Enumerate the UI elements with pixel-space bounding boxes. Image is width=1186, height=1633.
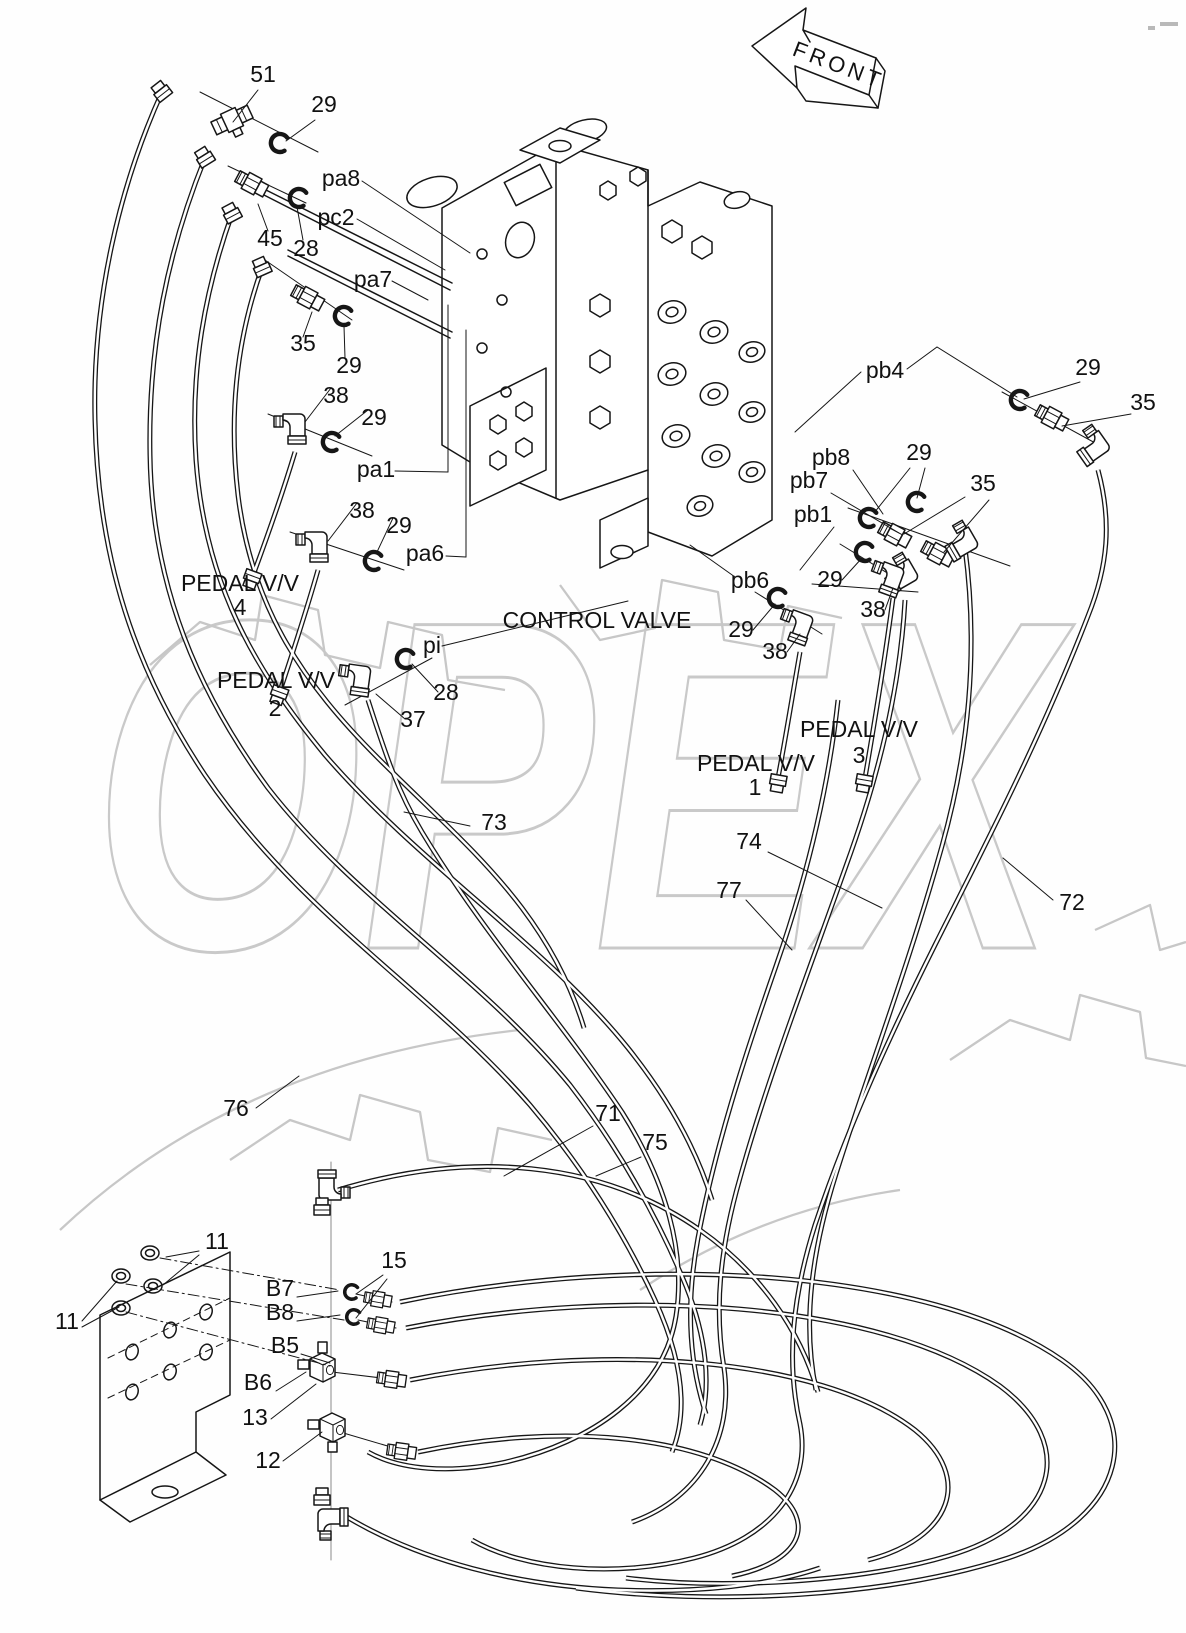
straight-fitting-45 [232,167,271,200]
labels: 51 29 pa8 pc2 45 28 pa7 35 29 38 29 pa1 … [55,61,1156,1473]
pedal-vv-number: 1 [749,774,762,800]
elbow-fitting [317,1507,349,1541]
watermark-text: OPEX [92,523,1075,1048]
callout-13: 13 [242,1404,268,1430]
callout-12: 12 [255,1447,281,1473]
straight-fitting-35 [288,281,327,314]
callout-76: 76 [223,1095,249,1121]
hose-end-nut [249,254,273,279]
straight-fitting-15 [362,1288,394,1310]
snap-clip-28 [288,187,307,208]
snap-clip-29 [333,305,352,326]
elbow-fitting [1068,422,1113,468]
hose-end-nut [192,144,217,169]
callout-29: 29 [311,91,337,117]
hose-end-nut [219,200,244,225]
callout-29: 29 [336,352,362,378]
pedal-vv-label: PEDAL V/V [217,667,336,693]
pedal-valve-2-label: PEDAL V/V 2 [217,667,336,721]
mounting-bracket [99,1251,345,1523]
pedal-valve-1-label: PEDAL V/V 1 [697,750,816,800]
pedal-vv-number: 4 [234,594,247,620]
port-label-pb8: pb8 [812,444,850,470]
port-label-B5: B5 [271,1332,299,1358]
hose-end-nut [313,1197,331,1216]
port-label-pa7: pa7 [354,266,392,292]
callout-74: 74 [736,828,762,854]
pedal-vv-number: 2 [269,695,282,721]
callout-35: 35 [290,330,316,356]
port-label-pb1: pb1 [794,501,832,527]
pedal-vv-label: PEDAL V/V [181,570,300,596]
callout-73: 73 [481,809,507,835]
tee-fitting-51 [208,101,259,145]
grommet-11 [111,1268,131,1284]
pedal-valve-3-label: PEDAL V/V 3 [800,716,919,768]
port-label-pb4: pb4 [866,357,905,383]
hose-end-nut [148,78,174,104]
port-label-pa1: pa1 [357,456,395,482]
callout-38: 38 [860,596,886,622]
straight-fitting-35 [1032,401,1071,434]
callout-72: 72 [1059,889,1085,915]
port-label-B7: B7 [266,1275,294,1301]
watermark: OPEX [59,522,1186,1291]
elbow-block-12 [307,1412,346,1453]
port-label-pb6: pb6 [731,567,769,593]
callout-77: 77 [716,877,742,903]
callout-29: 29 [817,566,843,592]
callout-15: 15 [381,1247,407,1273]
callout-29: 29 [1075,354,1101,380]
snap-clip-29 [906,491,925,512]
port-label-pb7: pb7 [790,467,828,493]
callout-11: 11 [55,1308,79,1334]
port-label-pi: pi [423,632,441,658]
grommet-11 [140,1245,160,1261]
callout-29: 29 [386,512,412,538]
elbow-fitting [317,1169,351,1201]
corner-artifact [1148,22,1178,30]
orifice-B7 [342,1282,360,1302]
callout-35: 35 [1130,389,1156,415]
callout-29: 29 [906,439,932,465]
straight-fitting [385,1440,418,1463]
port-label-pa6: pa6 [406,540,444,566]
straight-fitting-15 [365,1314,397,1336]
callout-29: 29 [361,404,387,430]
callout-29: 29 [728,616,754,642]
leader-lines [81,89,1132,1462]
front-arrow: FRONT [751,7,888,109]
port-label-B6: B6 [244,1369,272,1395]
straight-fitting [375,1368,408,1391]
callout-45: 45 [257,225,283,251]
callout-37: 37 [400,706,426,732]
valve-port-bosses [657,299,766,518]
port-label-pc2: pc2 [317,204,354,230]
pedal-valve-4-label: PEDAL V/V 4 [181,570,300,620]
callout-28: 28 [433,679,459,705]
pedal-vv-number: 3 [853,742,866,768]
control-valve-label: CONTROL VALVE [503,607,692,633]
callout-51: 51 [250,61,276,87]
pedal-vv-label: PEDAL V/V [800,716,919,742]
callout-28: 28 [293,235,319,261]
elbow-fitting-38 [273,413,307,445]
callout-75: 75 [642,1129,668,1155]
snap-clip-29 [269,132,288,153]
callout-38: 38 [349,497,375,523]
pedal-vv-label: PEDAL V/V [697,750,816,776]
orifice-B8 [344,1307,362,1327]
port-label-pa8: pa8 [322,165,360,191]
snap-clip-29 [1009,389,1028,410]
callout-38: 38 [762,638,788,664]
port-label-B8: B8 [266,1299,294,1325]
callout-35: 35 [970,470,996,496]
callout-71: 71 [595,1100,621,1126]
hose-end-nut [313,1487,331,1506]
control-valve-drawing [261,118,773,569]
callout-11: 11 [205,1228,229,1254]
callout-38: 38 [323,382,349,408]
